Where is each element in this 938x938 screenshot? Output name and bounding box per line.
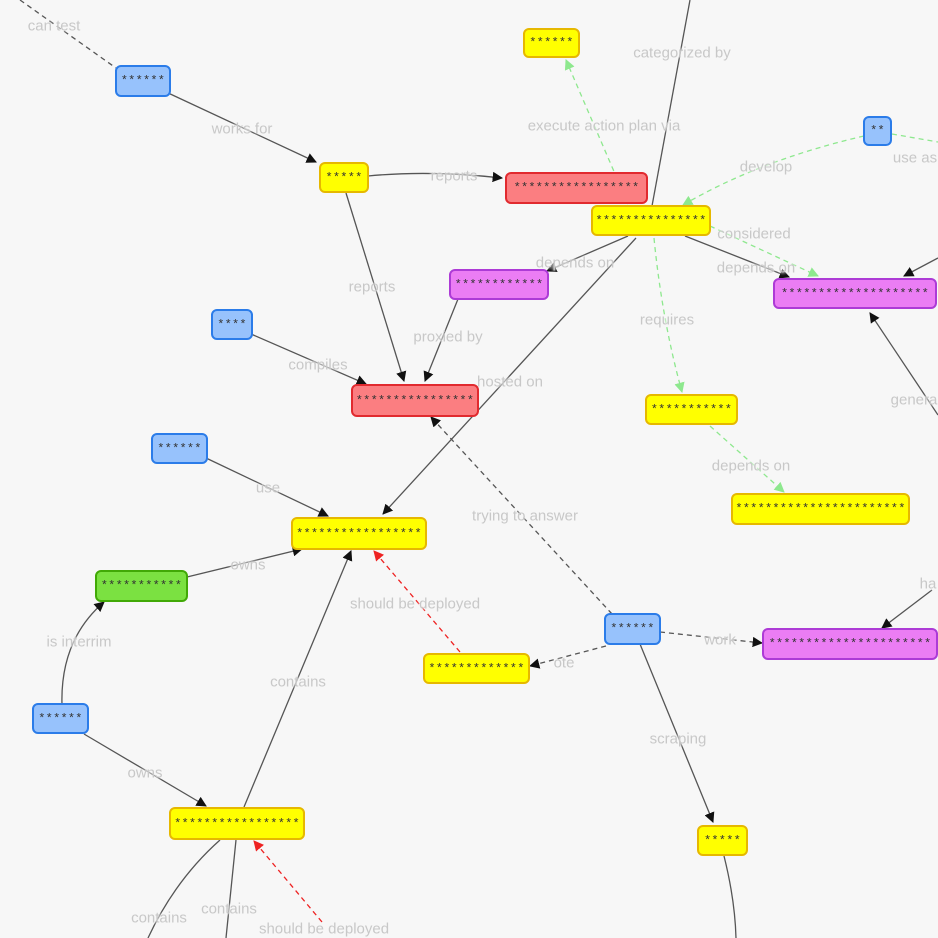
edge-label-reports-right: reports — [430, 167, 478, 185]
edge-proxied-by — [423, 298, 459, 382]
edge-label-execute-action-plan: execute action plan via — [527, 117, 681, 135]
edge-develop — [682, 135, 865, 206]
node-yellow-hub[interactable]: *************** — [591, 205, 711, 236]
edge-label-ote: ote — [553, 654, 575, 672]
edge-owns-green — [186, 546, 304, 578]
edge-ha — [881, 589, 933, 629]
edge-label-compiles: compiles — [288, 356, 348, 374]
edge-label-contains-mid: contains — [270, 673, 326, 691]
edge-works-for — [165, 91, 317, 163]
edge-note — [528, 645, 607, 669]
edge-hosted-on — [382, 237, 637, 515]
edge-execute-action-plan — [564, 59, 629, 205]
node-yellow-depends[interactable]: *********************** — [731, 493, 910, 525]
edge-should-be-deployed-mid — [373, 550, 461, 653]
edge-label-considered: considered — [717, 225, 791, 243]
edge-label-categorized-by: categorized by — [633, 44, 731, 62]
edge-label-use: use — [255, 479, 281, 497]
edge-label-requires: requires — [639, 311, 695, 329]
edge-label-contains-b2: contains — [201, 900, 257, 918]
edge-owns-left — [83, 733, 207, 807]
edge-label-contains-b1: contains — [131, 909, 187, 927]
node-blue-mid[interactable]: ****** — [604, 613, 661, 645]
node-purple-right[interactable]: ******************** — [773, 278, 937, 309]
edge-work — [659, 631, 764, 648]
edge-label-is-interrim: is interrim — [46, 633, 112, 651]
edge-requires — [653, 237, 685, 394]
edge-contains-b2 — [225, 839, 237, 938]
node-yellow-center[interactable]: ***************** — [291, 517, 427, 550]
edge-label-depends-on-right: depends on — [716, 259, 796, 277]
edge-can-test — [19, 0, 117, 69]
node-blue-left[interactable]: ****** — [32, 703, 89, 734]
edge-label-trying-to-answer: trying to answer — [472, 507, 578, 525]
edge-label-hosted-on: hosted on — [477, 373, 543, 391]
edge-categorized-by — [651, 0, 691, 207]
node-yellow-works[interactable]: ***** — [319, 162, 369, 193]
edge-label-depends-on-left: depends on — [535, 254, 615, 272]
node-blue-compile[interactable]: **** — [211, 309, 253, 340]
edge-label-can-test: can test — [27, 17, 81, 35]
edge-contains-b1 — [147, 839, 221, 938]
edge-label-use-as: use as — [892, 149, 938, 167]
edge-label-proxied-by: proxied by — [413, 328, 483, 346]
edge-label-owns-green: owns — [230, 556, 266, 574]
edge-contains-mid — [243, 550, 353, 808]
edge-into-purple-right — [903, 257, 938, 277]
node-purple-small[interactable]: ************ — [449, 269, 549, 300]
node-yellow-scrape[interactable]: ***** — [697, 825, 748, 856]
edge-hub-depends-on-left — [546, 235, 629, 273]
edge-considered — [709, 225, 819, 277]
edge-label-reports-down: reports — [348, 278, 396, 296]
edge-label-develop: develop — [739, 158, 793, 176]
edge-label-owns-left: owns — [127, 764, 163, 782]
node-yellow-top[interactable]: ****** — [523, 28, 580, 58]
edge-use — [205, 457, 329, 517]
edge-should-be-deployed-bottom — [253, 840, 323, 923]
edge-label-works-for: works for — [211, 120, 273, 138]
node-yellow-requires[interactable]: *********** — [645, 394, 738, 425]
edge-compiles — [250, 333, 367, 386]
edge-label-depends-on-lower: depends on — [711, 457, 791, 475]
edge-reports-right — [367, 171, 504, 183]
edge-label-scraping: scraping — [649, 730, 707, 748]
node-yellow-bottom[interactable]: ***************** — [169, 807, 305, 840]
node-red-center[interactable]: **************** — [351, 384, 479, 417]
node-yellow-note[interactable]: ************* — [423, 653, 530, 684]
edge-label-work: work — [704, 631, 736, 649]
edge-scraping — [639, 643, 715, 823]
node-red-top[interactable]: ***************** — [505, 172, 648, 204]
edge-reports-down — [345, 192, 407, 382]
node-blue-top[interactable]: ****** — [115, 65, 171, 97]
edge-label-ha: ha — [919, 575, 937, 593]
edge-hub-depends-on-right — [684, 235, 790, 279]
edge-is-interrim — [61, 601, 105, 706]
edge-label-should-be-deployed-mid: should be deployed — [349, 595, 481, 613]
edge-label-genera: genera — [890, 391, 938, 409]
node-green[interactable]: *********** — [95, 570, 188, 602]
edge-label-should-be-deployed-bottom: should be deployed — [258, 920, 390, 938]
edge-genera — [869, 312, 938, 416]
node-purple-bottom[interactable]: ********************** — [762, 628, 938, 660]
edge-use-as — [891, 133, 938, 143]
node-blue-small[interactable]: ** — [863, 116, 892, 146]
node-blue-use[interactable]: ****** — [151, 433, 208, 464]
edge-depends-on-lower — [709, 425, 785, 493]
edge-scrape-down — [723, 855, 737, 938]
